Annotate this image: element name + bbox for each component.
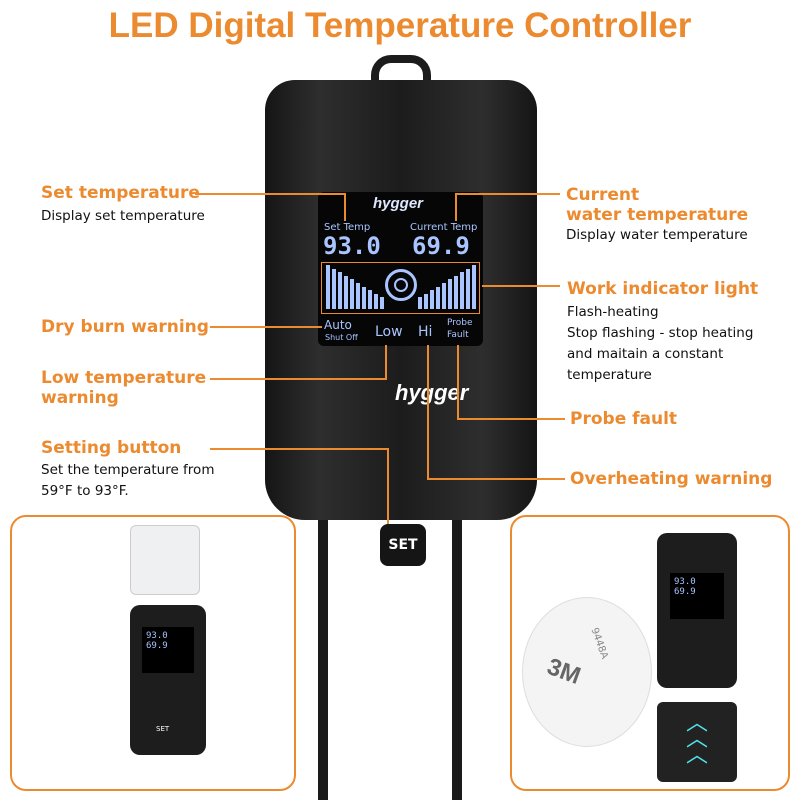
indicator-bar (374, 293, 378, 309)
screen-logo: hygger (373, 195, 424, 212)
probe-label: Probe (447, 318, 473, 328)
hi-label: Hi (418, 324, 433, 340)
power-cable (318, 520, 328, 800)
indicator-bar (472, 265, 476, 309)
setting-button-line2: 59°F to 93°F. (41, 483, 129, 499)
indicator-bar (436, 286, 440, 309)
overheating-heading: Overheating warning (570, 469, 773, 489)
low-label: Low (375, 324, 403, 340)
indicator-bar (338, 272, 342, 309)
mini-controller: 93.0 69.9 SET (130, 605, 206, 755)
set-temp-label: Set Temp (324, 222, 371, 233)
work-indicator-line3: and maitain a constant (567, 346, 724, 362)
indicator-bar (442, 283, 446, 309)
current-temp-heading-2: water temperature (566, 205, 749, 225)
work-indicator-heading: Work indicator light (567, 279, 759, 299)
probe-fault-heading: Probe fault (570, 409, 678, 429)
indicator-bar (460, 272, 464, 309)
fault-label: Fault (447, 330, 469, 340)
mini-controller-right: 93.0 69.9 (657, 533, 737, 688)
mini-screen-right: 93.0 69.9 (670, 573, 724, 619)
indicator-bar (448, 279, 452, 309)
tape-brand: 3M (543, 653, 585, 690)
target-icon (385, 269, 417, 301)
dry-burn-heading: Dry burn warning (41, 317, 209, 337)
indicator-bar (424, 293, 428, 309)
indicator-bar (368, 290, 372, 309)
indicator-bar (356, 283, 360, 309)
indicator-bar (362, 286, 366, 309)
inset-hook-mount: 93.0 69.9 SET (10, 515, 296, 791)
indicator-bar (430, 290, 434, 309)
mount-bracket: ︿︿︿ (657, 702, 737, 782)
set-button[interactable]: SET (380, 524, 426, 566)
set-temperature-desc: Display set temperature (41, 208, 205, 224)
current-temp-label: Current Temp (410, 222, 478, 233)
work-indicator-line1: Flash-heating (567, 304, 659, 320)
work-indicator-line2: Stop flashing - stop heating (567, 325, 754, 341)
brand-logo: hygger (395, 380, 469, 405)
indicator-bar (380, 297, 384, 309)
setting-button-line1: Set the temperature from (41, 462, 215, 478)
mini-screen: 93.0 69.9 (142, 627, 194, 673)
probe-cable (452, 520, 462, 800)
work-indicator-line4: temperature (567, 367, 652, 383)
current-temp-heading-1: Current (566, 185, 640, 205)
setting-button-heading: Setting button (41, 438, 182, 458)
indicator-bar (466, 268, 470, 309)
inset-tape-mount: 3M 9448A 93.0 69.9 ︿︿︿ (510, 515, 790, 791)
set-temp-value: 93.0 (323, 232, 381, 260)
3m-tape: 3M 9448A (522, 597, 652, 747)
indicator-bar (454, 275, 458, 309)
indicator-bar (344, 275, 348, 309)
low-temp-heading-1: Low temperature (41, 368, 207, 388)
low-temp-heading-2: warning (41, 388, 119, 408)
indicator-bar (418, 297, 422, 309)
mini-set-button: SET (156, 725, 170, 733)
indicator-bar (350, 279, 354, 309)
indicator-bar (326, 265, 330, 309)
shut-off-label: Shut Off (325, 333, 358, 342)
work-indicator-bars (321, 262, 480, 314)
tape-code: 9448A (588, 626, 610, 661)
set-temperature-heading: Set temperature (41, 183, 200, 203)
current-temp-value: 69.9 (412, 232, 470, 260)
current-temp-desc: Display water temperature (566, 227, 748, 243)
adhesive-hook (130, 525, 200, 595)
indicator-bar (332, 268, 336, 309)
page-title: LED Digital Temperature Controller (108, 6, 692, 45)
auto-label: Auto (324, 318, 352, 332)
lcd-screen: hygger Set Temp Current Temp 93.0 69.9 A… (318, 192, 483, 346)
